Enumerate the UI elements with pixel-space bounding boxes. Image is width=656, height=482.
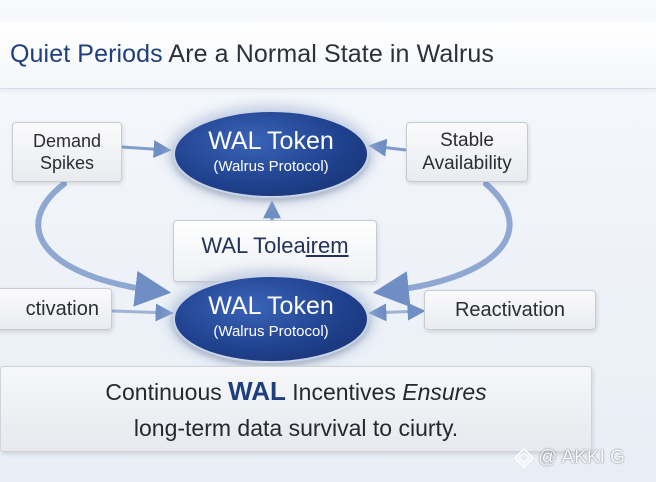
- token-top-sub: (Walrus Protocol): [213, 158, 329, 175]
- left-partial-label: ctivation: [25, 298, 99, 320]
- footer-line1: Continuous WAL Incentives Ensures: [1, 377, 591, 406]
- left-to-bottom-arrow: [111, 303, 174, 322]
- node-activation-left: ctivation: [0, 288, 112, 330]
- middle-text-b: irem: [305, 233, 349, 258]
- demand-to-token-arrow: [121, 140, 172, 159]
- watermark-text: @ AKKI G: [538, 447, 625, 468]
- token-top-main: WAL Token: [208, 127, 334, 155]
- footer-line1-d: Ensures: [402, 379, 487, 405]
- stable-line1: Stable: [440, 130, 494, 151]
- token-bottom-main: WAL Token: [208, 292, 334, 320]
- left-loop-arrow: [35, 181, 172, 307]
- footer-line1-b: WAL: [228, 376, 286, 406]
- node-reactivation: Reactivation: [424, 290, 596, 330]
- footer-statement: Continuous WAL Incentives Ensures long-t…: [0, 366, 592, 452]
- demand-line2: Spikes: [39, 153, 95, 173]
- diamond-logo-icon: [514, 448, 534, 468]
- demand-line1: Demand: [32, 131, 102, 151]
- middle-text-a: WAL Tolea: [201, 233, 306, 258]
- node-stable-availability: Stable Availability: [406, 122, 528, 182]
- title-bar: [0, 22, 656, 89]
- node-wal-token-top: WAL Token (Walrus Protocol): [173, 110, 369, 198]
- watermark: @ AKKI G: [514, 446, 625, 470]
- footer-line1-a: Continuous: [105, 379, 229, 405]
- node-middle-label: WAL Toleairem: [173, 220, 377, 282]
- node-wal-token-bottom: WAL Token (Walrus Protocol): [173, 275, 369, 363]
- right-loop-arrow: [372, 181, 513, 308]
- stable-line2: Availability: [422, 153, 512, 174]
- footer-line2: long-term data survival to ciurty.: [133, 415, 459, 441]
- token-bottom-sub: (Walrus Protocol): [213, 323, 329, 340]
- stable-to-token-arrow: [368, 138, 407, 157]
- title-accent: Quiet Periods: [10, 40, 163, 68]
- bottom-to-right-arrow: [368, 302, 426, 322]
- title-rest: Are a Normal State in Walrus: [162, 40, 495, 68]
- page-title: Quiet Periods Are a Normal State in Walr…: [10, 40, 494, 69]
- reactivation-label: Reactivation: [454, 299, 566, 321]
- node-demand-spikes: Demand Spikes: [12, 122, 122, 182]
- footer-line1-c: Incentives: [285, 379, 403, 405]
